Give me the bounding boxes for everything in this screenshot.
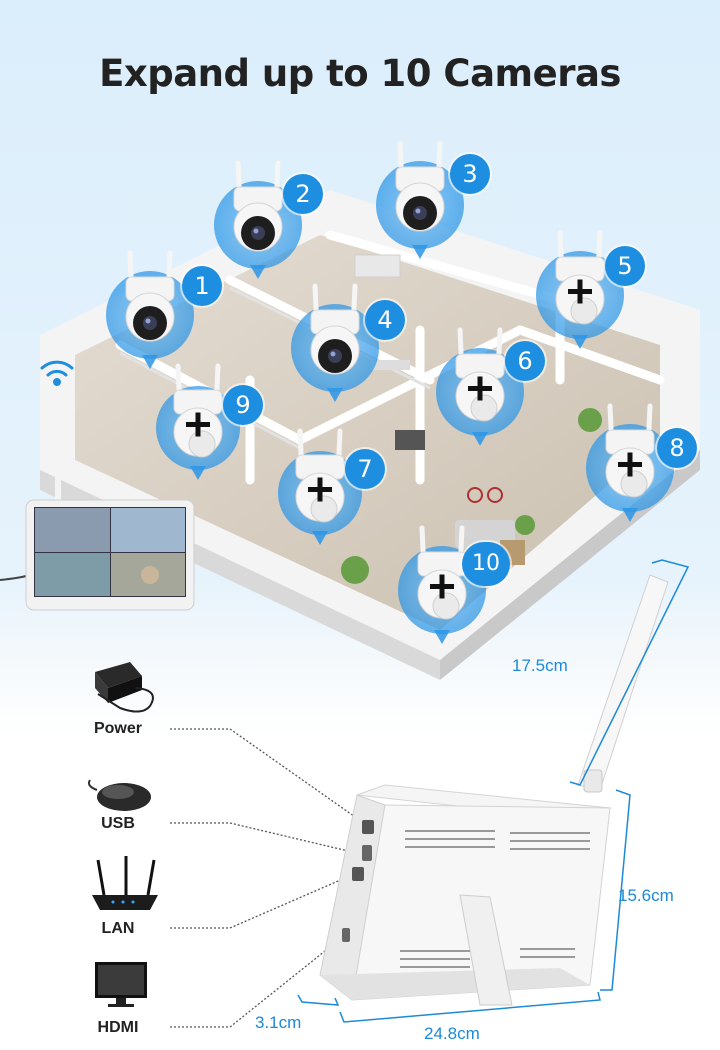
camera-badge-8: 8 (657, 428, 697, 468)
camera-8 (586, 403, 674, 522)
port-label-lan: LAN (101, 920, 135, 937)
camera-badge-3: 3 (450, 154, 490, 194)
camera-badge-1: 1 (182, 266, 222, 306)
wifi-icon (40, 360, 74, 386)
camera-badge-6: 6 (505, 341, 545, 381)
plus-icon (568, 279, 592, 304)
camera-4 (291, 283, 379, 402)
plus-icon (308, 477, 332, 502)
port-leader-lines (170, 728, 369, 1028)
router-icon (92, 856, 158, 910)
camera-9 (156, 363, 240, 480)
power-adapter-icon (95, 662, 154, 713)
port-label-hdmi: HDMI (97, 1019, 139, 1036)
plus-icon (430, 574, 454, 599)
camera-badge-9: 9 (223, 385, 263, 425)
dimension-width: 24.8cm (424, 1024, 480, 1043)
mouse-icon (87, 779, 151, 811)
camera-2 (214, 160, 302, 279)
dimension-antenna: 17.5cm (512, 656, 568, 675)
vent-grille (400, 830, 590, 968)
tv-monitor-icon (95, 962, 147, 1007)
camera-5 (536, 230, 624, 349)
plus-icon (186, 412, 210, 437)
camera-badge-7: 7 (345, 449, 385, 489)
camera-3 (376, 140, 464, 259)
camera-7 (278, 428, 362, 545)
camera-badge-2: 2 (283, 174, 323, 214)
nvr-rear-body (319, 574, 669, 1006)
page-title: Expand up to 10 Cameras (99, 52, 621, 95)
camera-badge-5: 5 (605, 246, 645, 286)
camera-badge-4: 4 (365, 300, 405, 340)
camera-badge-10: 10 (462, 542, 510, 586)
dimension-lines (297, 559, 690, 1023)
camera-1 (106, 250, 194, 369)
plus-icon (618, 452, 642, 477)
port-label-power: Power (93, 720, 142, 737)
dimension-height: 15.6cm (618, 886, 674, 905)
dimension-depth: 3.1cm (255, 1013, 302, 1032)
port-label-usb: USB (101, 815, 135, 832)
plus-icon (468, 376, 492, 401)
camera-6 (436, 327, 524, 446)
monitor-front (0, 395, 195, 611)
